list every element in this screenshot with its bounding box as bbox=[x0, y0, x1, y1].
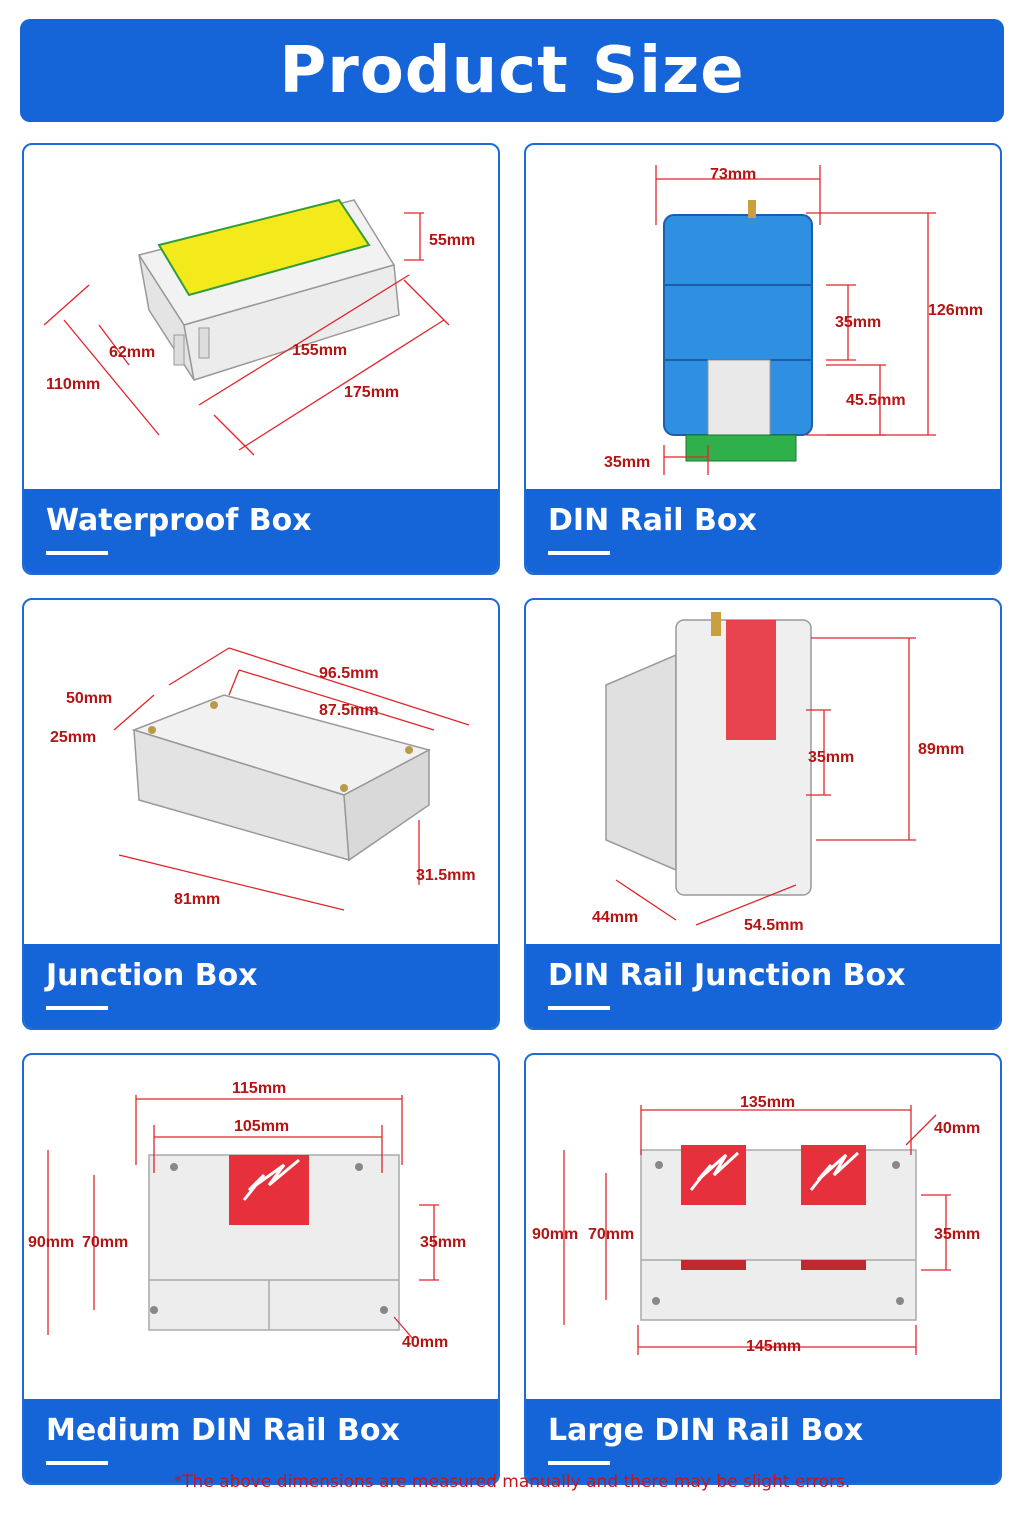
card-label: DIN Rail Box bbox=[548, 503, 757, 538]
dim-terminal: 35mm bbox=[604, 454, 650, 471]
dim-rail: 35mm bbox=[835, 314, 881, 331]
measurement-note: *The above dimensions are measured manua… bbox=[173, 1472, 851, 1492]
card-label-bar: DIN Rail Junction Box bbox=[526, 944, 1000, 1028]
junction-box-illustration: 96.5mm 87.5mm 50mm 25mm 31.5mm 81mm bbox=[50, 647, 476, 911]
card-din-rail-junction-box[interactable]: 35mm 89mm 44mm 54.5mm DIN Rail Junction … bbox=[524, 598, 1002, 1030]
card-label: DIN Rail Junction Box bbox=[548, 958, 906, 993]
card-din-rail-box[interactable]: 73mm 126mm 35mm 45.5mm 35mm DIN Rail Box bbox=[524, 143, 1002, 575]
dim-depth: 110mm bbox=[46, 376, 100, 393]
card-label-bar: DIN Rail Box bbox=[526, 489, 1000, 573]
card-label-bar: Junction Box bbox=[24, 944, 498, 1028]
din-rail-junction-box-illustration: 35mm 89mm 44mm 54.5mm bbox=[592, 612, 964, 934]
page-title: Product Size bbox=[279, 33, 745, 108]
dim-height: 89mm bbox=[918, 741, 964, 758]
label-underline bbox=[46, 1461, 108, 1465]
label-underline bbox=[548, 1006, 610, 1010]
dim-height: 55mm bbox=[429, 232, 475, 249]
dim-rail: 35mm bbox=[934, 1226, 980, 1243]
dim-depth: 44mm bbox=[592, 909, 638, 926]
card-medium-din-rail-box[interactable]: 115mm 105mm 90mm 70mm 35mm 40mm Medium D… bbox=[22, 1053, 500, 1485]
dim-lower: 45.5mm bbox=[846, 392, 906, 409]
large-din-rail-box-illustration: 135mm 40mm 90mm 70mm 35mm 145mm bbox=[532, 1094, 980, 1355]
card-label: Waterproof Box bbox=[46, 503, 312, 538]
card-label-bar: Medium DIN Rail Box bbox=[24, 1399, 498, 1483]
dim-lid: 25mm bbox=[50, 729, 96, 746]
card-label: Junction Box bbox=[46, 958, 258, 993]
dim-inner-width: 135mm bbox=[740, 1094, 795, 1111]
dim-length: 175mm bbox=[344, 384, 399, 401]
label-underline bbox=[548, 551, 610, 555]
card-label-bar: Waterproof Box bbox=[24, 489, 498, 573]
dim-length-inner: 87.5mm bbox=[319, 702, 379, 719]
card-waterproof-box[interactable]: 55mm 62mm 155mm 110mm 175mm Waterproof B… bbox=[22, 143, 500, 575]
dim-inner-width: 105mm bbox=[234, 1118, 289, 1135]
dim-width: 62mm bbox=[109, 344, 155, 361]
dim-inner-height: 70mm bbox=[82, 1234, 128, 1251]
dim-depth: 81mm bbox=[174, 891, 220, 908]
dim-width: 73mm bbox=[710, 166, 756, 183]
dim-inner-length: 155mm bbox=[292, 342, 347, 359]
dim-width: 50mm bbox=[66, 690, 112, 707]
dim-outer-width: 145mm bbox=[746, 1338, 801, 1355]
dim-outer-height: 90mm bbox=[532, 1226, 578, 1243]
label-underline bbox=[46, 551, 108, 555]
dim-depth: 40mm bbox=[934, 1120, 980, 1137]
label-underline bbox=[46, 1006, 108, 1010]
title-banner: Product Size bbox=[20, 19, 1004, 122]
dim-width: 54.5mm bbox=[744, 917, 804, 934]
dim-rail: 35mm bbox=[808, 749, 854, 766]
card-label: Large DIN Rail Box bbox=[548, 1413, 864, 1448]
dim-outer-height: 90mm bbox=[28, 1234, 74, 1251]
card-junction-box[interactable]: 96.5mm 87.5mm 50mm 25mm 31.5mm 81mm Junc… bbox=[22, 598, 500, 1030]
card-label: Medium DIN Rail Box bbox=[46, 1413, 400, 1448]
dim-height: 31.5mm bbox=[416, 867, 476, 884]
dim-height: 126mm bbox=[928, 302, 983, 319]
dim-rail: 35mm bbox=[420, 1234, 466, 1251]
dim-depth: 40mm bbox=[402, 1334, 448, 1351]
card-label-bar: Large DIN Rail Box bbox=[526, 1399, 1000, 1483]
medium-din-rail-box-illustration: 115mm 105mm 90mm 70mm 35mm 40mm bbox=[28, 1080, 466, 1351]
dim-outer-width: 115mm bbox=[232, 1080, 286, 1097]
card-large-din-rail-box[interactable]: 135mm 40mm 90mm 70mm 35mm 145mm Large DI… bbox=[524, 1053, 1002, 1485]
waterproof-box-illustration: 55mm 62mm 155mm 110mm 175mm bbox=[43, 198, 475, 456]
dim-inner-height: 70mm bbox=[588, 1226, 634, 1243]
din-rail-box-illustration: 73mm 126mm 35mm 45.5mm 35mm bbox=[604, 165, 983, 475]
label-underline bbox=[548, 1461, 610, 1465]
dim-length-outer: 96.5mm bbox=[319, 665, 379, 682]
